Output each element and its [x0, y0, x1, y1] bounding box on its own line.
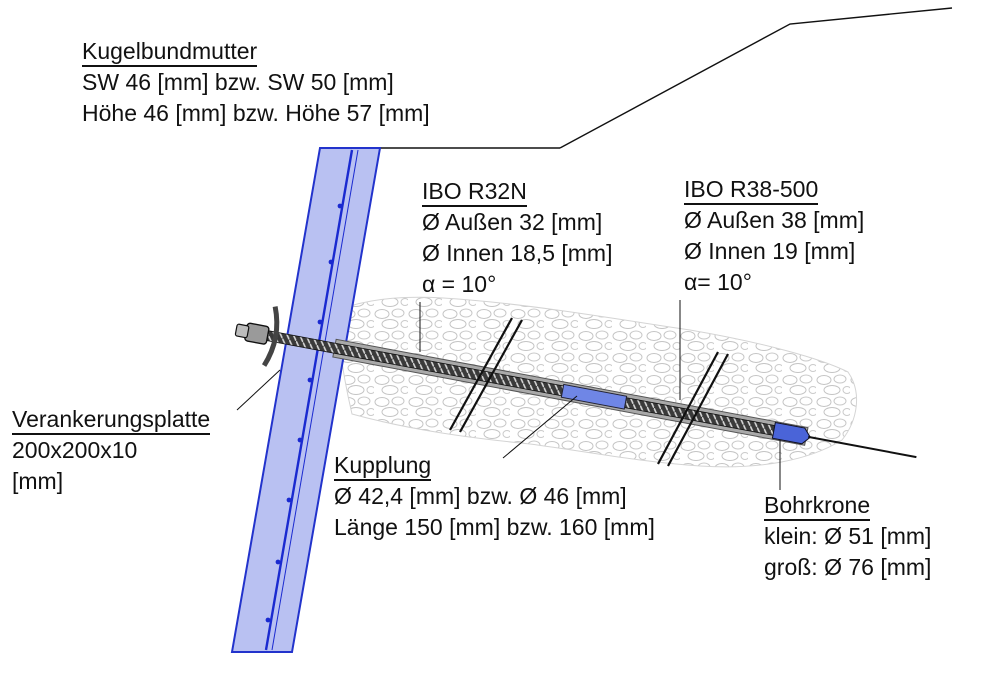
- label-ibo-r38-line: Ø Außen 38 [mm]: [684, 207, 865, 233]
- label-bohrkrone-title: Bohrkrone: [764, 492, 871, 521]
- label-ibo-r38: IBO R38-500 Ø Außen 38 [mm] Ø Innen 19 […: [684, 174, 864, 298]
- rebar-points: [265, 203, 343, 623]
- wall-rebar-outer: [271, 149, 359, 651]
- label-verankerungsplatte-title: Verankerungsplatte: [12, 406, 211, 435]
- drill-rod-tip: [808, 435, 917, 459]
- label-verankerungsplatte-line: 200x200x10: [12, 437, 138, 463]
- drill-bit: [771, 421, 811, 445]
- label-kupplung-line: Länge 150 [mm] bzw. 160 [mm]: [334, 514, 655, 540]
- label-ibo-r38-title: IBO R38-500: [684, 176, 819, 205]
- wall-rebar: [264, 149, 354, 651]
- anchor-plate: [261, 306, 280, 367]
- terrain-line: [559, 7, 953, 149]
- anchor-assembly: [234, 306, 917, 459]
- label-ibo-r38-line: α= 10°: [684, 269, 752, 295]
- rock-zone: [337, 296, 858, 468]
- label-kugelbundmutter: Kugelbundmutter SW 46 [mm] bzw. SW 50 [m…: [82, 36, 430, 129]
- label-verankerungsplatte: Verankerungsplatte 200x200x10 [mm]: [12, 404, 211, 497]
- label-ibo-r32n-line: Ø Innen 18,5 [mm]: [422, 240, 613, 266]
- label-bohrkrone: Bohrkrone klein: Ø 51 [mm] groß: Ø 76 [m…: [764, 490, 931, 583]
- nut-cap: [234, 323, 250, 339]
- coupling: [560, 383, 628, 410]
- label-bohrkrone-line: groß: Ø 76 [mm]: [764, 554, 932, 580]
- label-kugelbundmutter-title: Kugelbundmutter: [82, 38, 258, 67]
- label-kupplung-line: Ø 42,4 [mm] bzw. Ø 46 [mm]: [334, 483, 627, 509]
- label-kupplung-title: Kupplung: [334, 452, 432, 481]
- break-marks: [449, 317, 729, 467]
- leader-lines: [236, 300, 781, 490]
- label-ibo-r32n-title: IBO R32N: [422, 178, 527, 207]
- label-kupplung: Kupplung Ø 42,4 [mm] bzw. Ø 46 [mm] Läng…: [334, 450, 655, 543]
- label-ibo-r32n-line: α = 10°: [422, 271, 497, 297]
- label-ibo-r38-line: Ø Innen 19 [mm]: [684, 238, 856, 264]
- label-ibo-r32n-line: Ø Außen 32 [mm]: [422, 209, 603, 235]
- label-kugelbundmutter-line: Höhe 46 [mm] bzw. Höhe 57 [mm]: [82, 100, 430, 126]
- label-kugelbundmutter-line: SW 46 [mm] bzw. SW 50 [mm]: [82, 69, 394, 95]
- concrete-wall: [230, 147, 382, 653]
- label-verankerungsplatte-line: [mm]: [12, 468, 64, 494]
- label-bohrkrone-line: klein: Ø 51 [mm]: [764, 523, 932, 549]
- label-ibo-r32n: IBO R32N Ø Außen 32 [mm] Ø Innen 18,5 [m…: [422, 176, 612, 300]
